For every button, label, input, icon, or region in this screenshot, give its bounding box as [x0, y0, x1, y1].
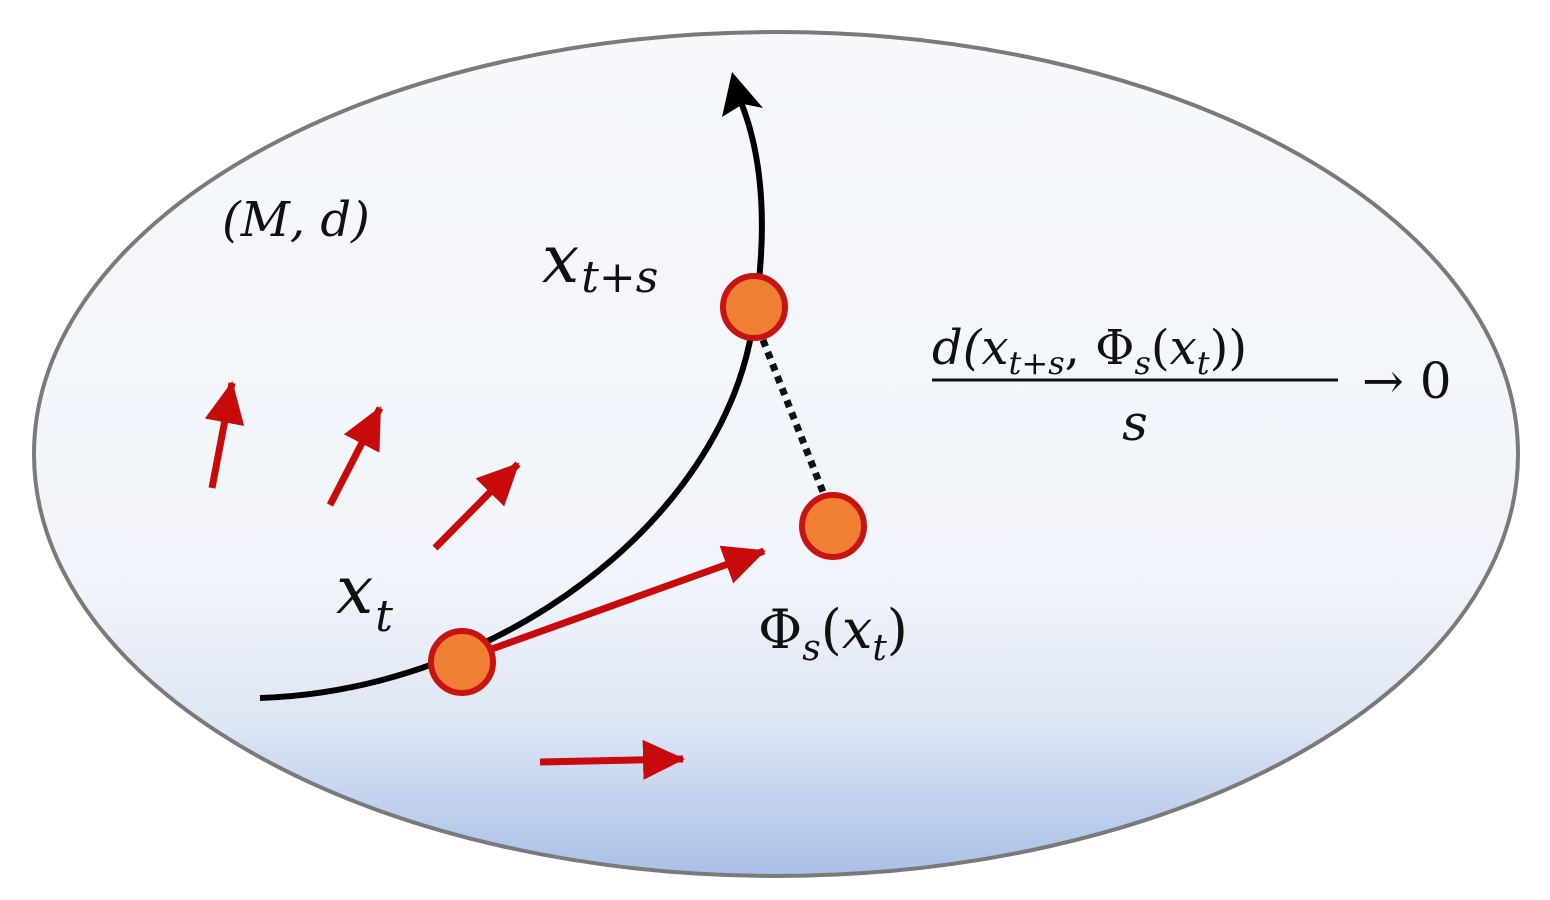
vector-field	[204, 381, 685, 780]
point-x-t-plus-s	[720, 273, 788, 341]
space-label: (M, d)	[222, 192, 370, 248]
convergence-formula: d(xt+s, Φs(xt)) s → 0	[932, 320, 1452, 452]
label-phi-s-x-t: Φs(xt)	[758, 598, 908, 669]
formula-denominator: s	[1122, 394, 1148, 452]
vector-field-arrow	[432, 461, 521, 551]
formula-numerator: d(xt+s, Φs(xt))	[932, 320, 1247, 382]
point-x-t	[428, 628, 496, 696]
point-phi-s-x-t	[799, 492, 867, 560]
vector-field-arrow	[204, 381, 245, 489]
manifold-ellipse	[32, 30, 1520, 878]
distance-dotted-line	[759, 338, 827, 494]
vector-field-arrow	[539, 739, 685, 780]
formula-limit: → 0	[1362, 352, 1452, 410]
label-x-t-plus-s: xt+s	[542, 221, 658, 303]
label-x-t: xt	[336, 552, 393, 642]
flow-vector-arrow	[476, 545, 766, 658]
vector-field-arrow	[326, 406, 384, 507]
trajectory-arrowhead	[722, 72, 763, 117]
